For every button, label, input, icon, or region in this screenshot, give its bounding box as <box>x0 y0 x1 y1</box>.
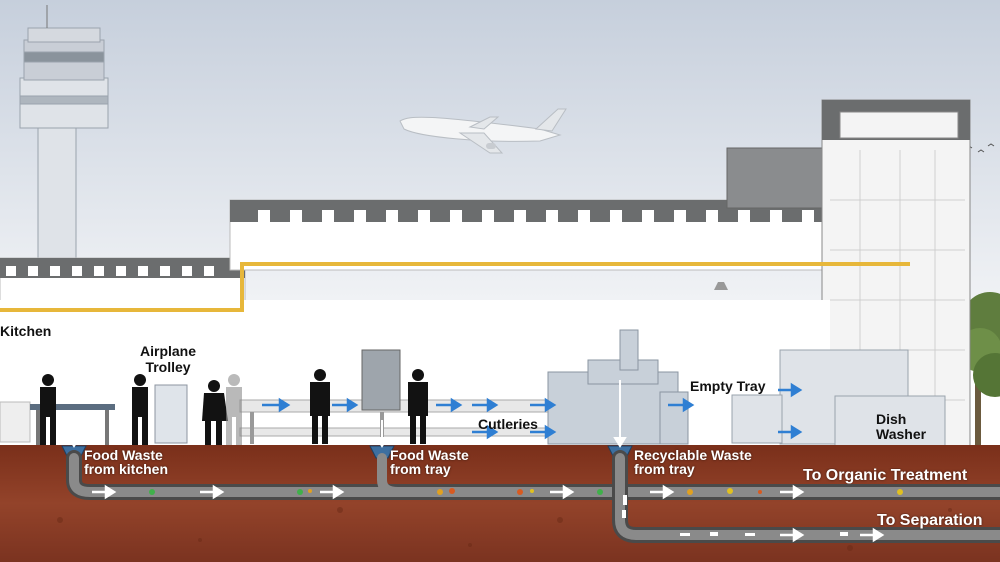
blue-arrow-icon <box>530 397 557 413</box>
recyclable-line2: from tray <box>634 461 695 477</box>
blue-arrow-icon <box>436 397 463 413</box>
blue-arrow-icon <box>668 397 695 413</box>
food-waste-kitchen-line1: Food Waste <box>84 447 163 463</box>
staff-silhouettes <box>40 369 428 445</box>
cutleries-label: Cutleries <box>478 416 538 432</box>
white-arrow-icon <box>92 484 117 500</box>
to-organic-label: To Organic Treatment <box>803 468 968 484</box>
white-arrow-icon <box>780 484 805 500</box>
airplane-trolley <box>154 384 188 444</box>
control-tower <box>19 5 109 261</box>
to-separation-label: To Separation <box>877 513 983 529</box>
airplane-trolley-line1: Airplane <box>140 343 197 359</box>
food-waste-kitchen-line2: from kitchen <box>84 461 169 477</box>
kitchen-label: Kitchen <box>0 323 52 339</box>
blue-arrow-icon <box>778 382 803 398</box>
dish-washer-label: Dish Washer <box>876 412 926 441</box>
white-arrow-icon <box>650 484 675 500</box>
flow-arrows <box>92 484 885 543</box>
blue-arrow-icon <box>530 424 557 440</box>
white-arrow-icon <box>860 527 885 543</box>
service-pipe <box>0 262 910 312</box>
dish-washer-machine <box>731 349 946 447</box>
blue-arrow-icon <box>778 424 803 440</box>
blue-arrow-icon <box>332 397 359 413</box>
food-waste-tray-label: Food Waste from tray <box>390 448 469 476</box>
dish-washer-line1: Dish <box>876 411 907 427</box>
food-waste-tray-line2: from tray <box>390 461 451 477</box>
person-ghost <box>226 374 242 445</box>
person-kitchen <box>40 374 56 445</box>
blue-arrow-icon <box>472 424 499 440</box>
blue-arrow-icon <box>262 397 291 413</box>
food-waste-tray-line1: Food Waste <box>390 447 469 463</box>
white-arrow-icon <box>550 484 575 500</box>
white-arrow-icon <box>200 484 225 500</box>
airplane-trolley-line2: Trolley <box>145 359 191 375</box>
waste-particles <box>149 488 903 536</box>
person-trolley-2 <box>202 380 228 445</box>
white-arrow-icon <box>320 484 345 500</box>
recyclable-waste-label: Recyclable Waste from tray <box>634 448 752 476</box>
person-conveyor-2 <box>408 369 428 444</box>
recyclable-line1: Recyclable Waste <box>634 447 752 463</box>
funnel-icon <box>369 445 395 459</box>
person-conveyor-1 <box>310 369 330 444</box>
airplane-icon <box>399 108 567 154</box>
food-waste-kitchen-label: Food Waste from kitchen <box>84 448 168 476</box>
empty-tray-label: Empty Tray <box>690 378 766 394</box>
sorting-machine <box>547 329 689 445</box>
dish-washer-line2: Washer <box>876 426 927 442</box>
white-arrow-icon <box>780 527 805 543</box>
blue-arrow-icon <box>472 397 499 413</box>
person-trolley <box>132 374 148 445</box>
vacuum-pipes <box>66 450 1000 543</box>
airplane-trolley-label: Airplane Trolley <box>140 344 196 374</box>
kitchen-counter <box>30 404 115 445</box>
conveyor-arrows <box>262 382 803 440</box>
